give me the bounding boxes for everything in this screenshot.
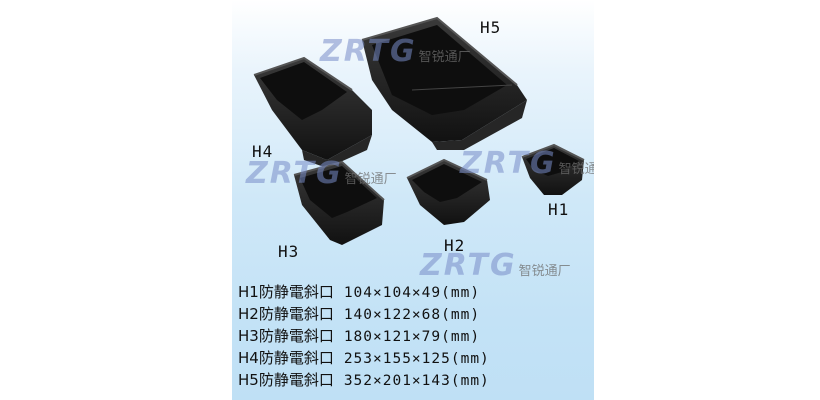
spec-row: H3防静電斜口 180×121×79(mm) bbox=[238, 326, 588, 348]
spec-size: 253×155×125(mm) bbox=[343, 351, 490, 367]
spec-model: H3防静電斜口 bbox=[238, 327, 334, 345]
spec-size: 180×121×79(mm) bbox=[343, 329, 481, 345]
spec-row: H1防静電斜口 104×104×49(mm) bbox=[238, 282, 588, 304]
watermark-chinese: 智锐通厂 bbox=[518, 264, 571, 279]
spec-row: H4防静電斜口 253×155×125(mm) bbox=[238, 348, 588, 370]
bins-illustration bbox=[253, 16, 585, 245]
spec-row: H2防静電斜口 140×122×68(mm) bbox=[238, 304, 588, 326]
spec-size: 104×104×49(mm) bbox=[343, 285, 481, 301]
watermark-brand: ZRTG bbox=[420, 248, 517, 283]
spec-size: 352×201×143(mm) bbox=[343, 373, 490, 389]
spec-row: H5防静電斜口 352×201×143(mm) bbox=[238, 370, 588, 392]
watermark-chinese: 智锐通厂 bbox=[418, 50, 471, 65]
watermark-chinese: 智锐通厂 bbox=[558, 162, 594, 177]
label-h4: H4 bbox=[252, 142, 274, 161]
watermark-brand: ZRTG bbox=[460, 146, 557, 181]
label-h1: H1 bbox=[548, 200, 570, 219]
label-h3: H3 bbox=[278, 242, 300, 261]
spec-model: H1防静電斜口 bbox=[238, 283, 334, 301]
watermark-brand: ZRTG bbox=[246, 156, 343, 191]
watermark-brand: ZRTG bbox=[320, 34, 417, 69]
label-h5: H5 bbox=[480, 18, 502, 37]
bin-h5 bbox=[361, 16, 527, 150]
bin-h2 bbox=[406, 158, 490, 225]
spec-model: H5防静電斜口 bbox=[238, 371, 334, 389]
spec-model: H4防静電斜口 bbox=[238, 349, 334, 367]
watermark-chinese: 智锐通厂 bbox=[344, 172, 397, 187]
label-h2: H2 bbox=[444, 236, 466, 255]
bin-h3 bbox=[293, 160, 385, 245]
spec-model: H2防静電斜口 bbox=[238, 305, 334, 323]
bin-h1 bbox=[521, 143, 585, 195]
bin-h4 bbox=[253, 56, 372, 168]
spec-size: 140×122×68(mm) bbox=[343, 307, 481, 323]
spec-list: H1防静電斜口 104×104×49(mm) H2防静電斜口 140×122×68(… bbox=[238, 282, 588, 392]
